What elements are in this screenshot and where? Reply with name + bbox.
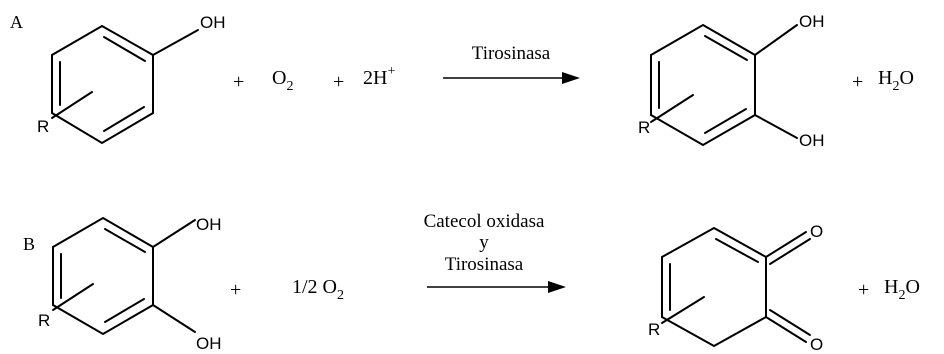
protons: 2H+ xyxy=(363,64,395,89)
double-bond xyxy=(704,108,747,134)
benzene-ring xyxy=(51,24,154,145)
hydroxyl-label: OH xyxy=(196,334,222,353)
carbonyl-bond xyxy=(769,238,811,265)
reaction-b-catechol: OH OH R xyxy=(38,215,222,353)
oh-bond xyxy=(754,114,798,139)
r-bond xyxy=(51,91,93,119)
enzyme-connector: y xyxy=(479,232,489,253)
plus-sign: + xyxy=(858,279,869,301)
carbonyl-bond xyxy=(769,309,811,336)
enzyme-label: Tirosinasa xyxy=(445,254,524,275)
plus-sign: + xyxy=(230,279,241,301)
plus-sign: + xyxy=(333,71,344,93)
r-bond xyxy=(661,296,705,324)
oh-bond xyxy=(152,304,196,333)
plus-sign: + xyxy=(233,71,244,93)
r-bond xyxy=(650,94,694,123)
oxygen-label: O xyxy=(810,222,823,241)
benzene-ring xyxy=(52,216,154,336)
double-bond xyxy=(104,298,145,323)
oh-bond xyxy=(152,219,196,248)
plus-sign: + xyxy=(852,71,863,93)
oxygen-label: O xyxy=(810,335,823,354)
substituent-label: R xyxy=(37,117,49,136)
enzyme-label: Catecol oxidasa xyxy=(424,211,545,232)
double-bond xyxy=(104,228,146,253)
double-bond xyxy=(103,106,145,132)
substituent-label: R xyxy=(638,118,650,137)
oxygen-molecule: O2 xyxy=(272,67,293,94)
benzene-ring xyxy=(650,23,756,147)
hydroxyl-label: OH xyxy=(799,131,825,150)
reaction-b-quinone: O O R xyxy=(648,222,823,354)
water-molecule: H2O xyxy=(884,276,920,303)
carbonyl-bond xyxy=(765,316,807,343)
substituent-label: R xyxy=(38,311,50,330)
reaction-arrow xyxy=(443,72,580,84)
hydroxyl-label: OH xyxy=(196,215,222,234)
double-bond xyxy=(704,35,748,61)
reaction-a-label: A xyxy=(10,12,23,32)
oh-bond xyxy=(152,29,199,56)
reaction-b: B OH OH R + 1/2 O2 Catecol oxidasa y Tir… xyxy=(23,211,920,354)
carbonyl-bond xyxy=(765,231,807,258)
oh-bond xyxy=(754,24,798,56)
reaction-a-phenol: OH R xyxy=(37,13,226,145)
reaction-a-catechol: OH OH R xyxy=(638,12,825,150)
substituent-label: R xyxy=(648,320,660,339)
hydroxyl-label: OH xyxy=(799,12,825,31)
reaction-b-label: B xyxy=(23,234,35,254)
reaction-a: A OH R + O2 + 2H+ Tirosinasa xyxy=(10,12,914,150)
enzyme-label: Tirosinasa xyxy=(472,43,551,64)
r-bond xyxy=(52,283,94,311)
oxygen-molecule: 1/2 O2 xyxy=(292,276,344,303)
quinone-ring xyxy=(661,226,767,348)
reaction-arrow xyxy=(427,281,566,293)
water-molecule: H2O xyxy=(878,67,914,94)
hydroxyl-label: OH xyxy=(200,13,226,32)
double-bond xyxy=(103,36,146,62)
double-bond xyxy=(715,238,759,263)
